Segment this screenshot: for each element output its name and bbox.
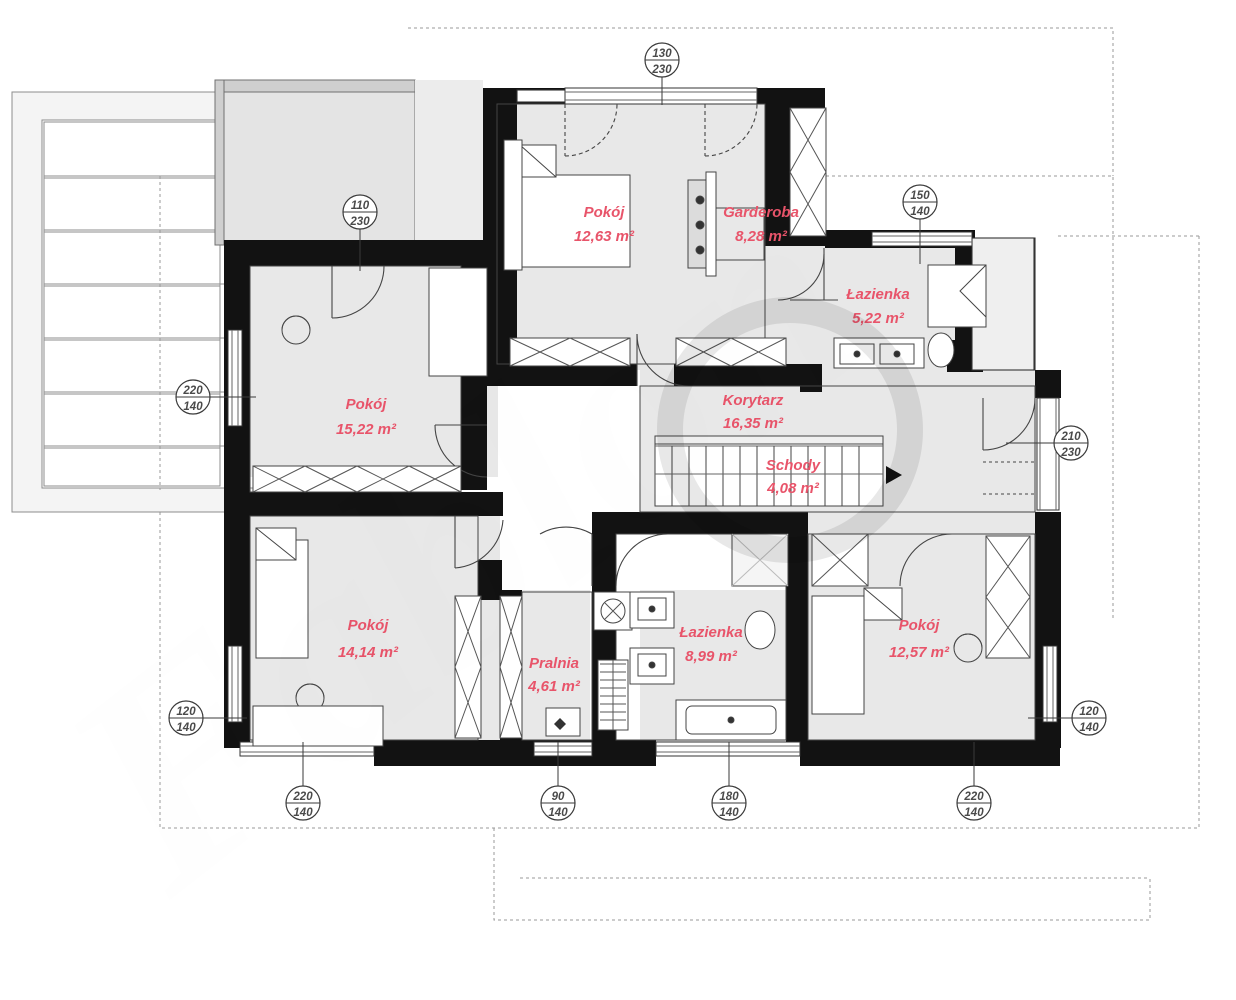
room-labels-group: Pokój 12,63 m² Garderoba 8,28 m² Łazienka 5,2… [336,204,950,695]
furniture [252,107,1031,747]
room-label: Pokój 15,22 m² [336,396,397,438]
room-name: Garderoba [723,204,799,221]
opening-width: 120 [1079,706,1099,718]
room-label: Pokój 14,14 m² [338,617,399,661]
room-area: 5,22 m² [852,310,905,327]
room-name: Pokój [584,204,626,221]
opening-height: 140 [183,401,203,413]
room-label: Schody 4,08 m² [766,457,821,497]
room-label: Łazienka 5,22 m² [845,286,909,327]
opening-height: 140 [293,807,313,819]
opening-width: 220 [292,791,313,803]
upper-left-roof-slab [214,79,483,246]
opening-width: 120 [176,706,196,718]
room-label: Garderoba 8,28 m² [723,204,799,245]
opening-height: 140 [910,206,930,218]
room-name: Schody [766,457,821,474]
opening-width: 150 [910,190,930,202]
room-name: Łazienka [678,624,742,641]
opening-height: 140 [719,807,739,819]
room-name: Korytarz [723,392,784,409]
opening-height: 140 [176,722,196,734]
room-area: 16,35 m² [723,415,784,432]
room-area: 4,61 m² [527,678,581,695]
room-area: 12,57 m² [889,644,950,661]
room-label: Korytarz 16,35 m² [723,392,784,432]
opening-height: 230 [349,216,370,228]
room-name: Pokój [346,396,388,413]
room-area: 14,14 m² [338,644,399,661]
room-label: Pokój 12,63 m² [574,204,635,245]
opening-height: 140 [1079,722,1099,734]
room-area: 15,22 m² [336,421,397,438]
room-label: Pralnia 4,61 m² [527,655,581,695]
room-name: Pralnia [529,655,579,672]
opening-width: 130 [652,48,672,60]
staircase [654,435,902,507]
opening-width: 90 [552,791,565,803]
room-area: 12,63 m² [574,228,635,245]
opening-height: 230 [651,64,672,76]
opening-width: 180 [719,791,739,803]
room-name: Pokój [899,617,941,634]
opening-height: 140 [548,807,568,819]
room-area: 8,28 m² [735,228,788,245]
opening-height: 140 [964,807,984,819]
opening-width: 210 [1060,431,1081,443]
opening-callouts-group: 1302301102301501402201402102301201401201… [168,42,1107,821]
opening-width: 110 [351,200,370,212]
room-area: 4,08 m² [766,480,820,497]
room-name: Pokój [348,617,390,634]
doors [331,103,1036,587]
opening-width: 220 [963,791,984,803]
room-label: Łazienka 8,99 m² [678,624,742,665]
room-name: Łazienka [845,286,909,303]
room-label: Pokój 12,57 m² [889,617,950,661]
opening-width: 220 [182,385,203,397]
room-area: 8,99 m² [685,648,738,665]
opening-height: 230 [1060,447,1081,459]
